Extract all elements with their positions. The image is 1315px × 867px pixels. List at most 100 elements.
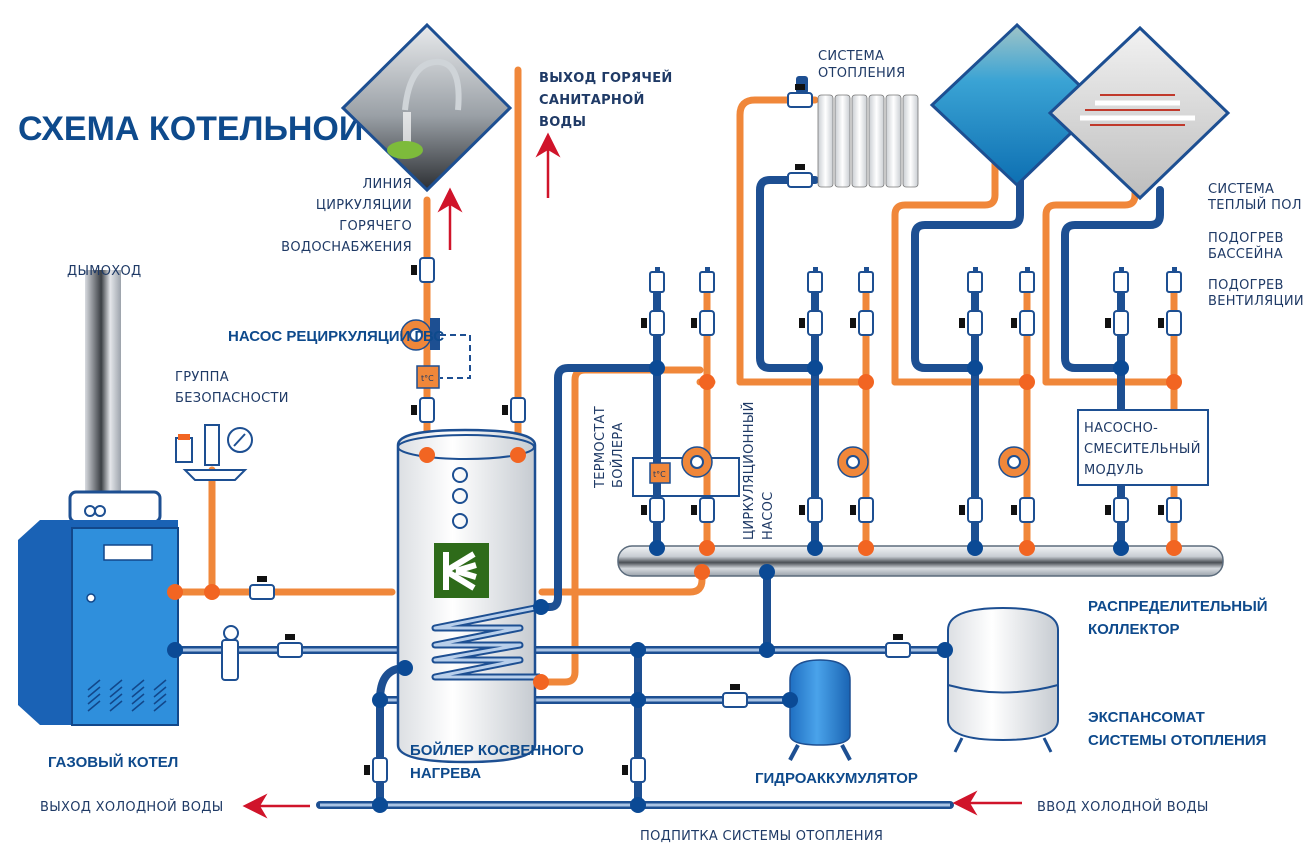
svg-text:ПОДОГРЕВ: ПОДОГРЕВ <box>1208 278 1284 293</box>
ball-valve-icon <box>1105 310 1129 336</box>
kitchen-faucet-image <box>340 22 513 193</box>
svg-text:ТЕРМОСТАТ: ТЕРМОСТАТ <box>593 406 608 489</box>
ball-valve-icon <box>1158 497 1182 523</box>
underfloor-heating-image <box>1047 25 1231 201</box>
svg-text:ЛИНИЯ: ЛИНИЯ <box>362 177 412 192</box>
air-vent-icon <box>967 267 983 293</box>
svg-text:САНИТАРНОЙ: САНИТАРНОЙ <box>539 92 645 108</box>
ball-valve-icon <box>787 164 813 188</box>
air-vent-icon <box>1113 267 1129 293</box>
svg-text:ГОРЯЧЕГО: ГОРЯЧЕГО <box>339 219 412 234</box>
ball-valve-icon <box>622 757 646 783</box>
label-pool-heating: ПОДОГРЕВ БАССЕЙНА <box>1208 231 1284 262</box>
kf-logo <box>434 543 489 598</box>
gas-boiler <box>18 270 179 726</box>
ball-valve-icon <box>691 497 715 523</box>
cold-junction <box>1113 360 1129 376</box>
svg-text:СИСТЕМЫ ОТОПЛЕНИЯ: СИСТЕМЫ ОТОПЛЕНИЯ <box>1088 732 1266 749</box>
cold-junction <box>533 599 549 615</box>
air-vent-icon <box>649 267 665 293</box>
ball-valve-icon <box>799 497 823 523</box>
label-hydro-accumulator: ГИДРОАККУМУЛЯТОР <box>755 770 918 787</box>
cold-junction <box>630 642 646 658</box>
label-vent-heating: ПОДОГРЕВ ВЕНТИЛЯЦИИ <box>1208 278 1304 309</box>
svg-text:БОЙЛЕР КОСВЕННОГО: БОЙЛЕР КОСВЕННОГО <box>410 741 584 759</box>
ball-valve-icon <box>277 634 303 658</box>
cold-junction <box>967 540 983 556</box>
svg-text:ГРУППА: ГРУППА <box>175 370 229 385</box>
expansion-tank <box>947 606 1059 753</box>
safety-group-icon <box>175 424 253 481</box>
ball-valve-icon <box>502 397 526 423</box>
cold-junction <box>372 797 388 813</box>
hot-junction <box>167 584 183 600</box>
hot-junction <box>699 374 715 390</box>
svg-text:ПОДОГРЕВ: ПОДОГРЕВ <box>1208 231 1284 246</box>
svg-text:БЕЗОПАСНОСТИ: БЕЗОПАСНОСТИ <box>175 391 289 406</box>
ball-valve-icon <box>691 310 715 336</box>
hot-junction <box>858 540 874 556</box>
cold-junction <box>759 642 775 658</box>
svg-text:ТЕПЛЫЙ ПОЛ: ТЕПЛЫЙ ПОЛ <box>1207 197 1302 213</box>
svg-text:ЦИРКУЛЯЦИИ: ЦИРКУЛЯЦИИ <box>316 198 412 213</box>
ball-valve-icon <box>641 497 665 523</box>
label-indirect-boiler: БОЙЛЕР КОСВЕННОГО НАГРЕВА <box>410 741 584 782</box>
label-cold-water-in: ВВОД ХОЛОДНОЙ ВОДЫ <box>1037 799 1209 815</box>
air-vent-icon <box>858 267 874 293</box>
label-distribution-collector: РАСПРЕДЕЛИТЕЛЬНЫЙ КОЛЛЕКТОР <box>1088 597 1268 638</box>
label-expansion-tank: ЭКСПАНСОМАТ СИСТЕМЫ ОТОПЛЕНИЯ <box>1088 709 1266 749</box>
hot-junction <box>204 584 220 600</box>
svg-text:БОЙЛЕРА: БОЙЛЕРА <box>610 422 626 488</box>
ball-valve-icon <box>1011 310 1035 336</box>
svg-text:МОДУЛЬ: МОДУЛЬ <box>1084 463 1144 478</box>
ball-valves <box>249 84 1182 783</box>
hot-junction <box>533 674 549 690</box>
cold-junction <box>782 692 798 708</box>
ball-valve-icon <box>959 310 983 336</box>
cold-junction <box>759 564 775 580</box>
ball-valve-icon <box>1158 310 1182 336</box>
hot-junction <box>1019 374 1035 390</box>
ball-valve-icon <box>411 397 435 423</box>
svg-text:ОТОПЛЕНИЯ: ОТОПЛЕНИЯ <box>818 66 905 81</box>
hot-junction <box>699 540 715 556</box>
svg-text:НАГРЕВА: НАГРЕВА <box>410 765 481 782</box>
ball-valve-icon <box>1011 497 1035 523</box>
boiler-thermo-label: t°C <box>653 470 666 479</box>
cold-junction <box>397 660 413 676</box>
dhw-recirculation-pump: t°C <box>400 318 471 389</box>
hot-junction <box>1019 540 1035 556</box>
svg-text:КОЛЛЕКТОР: КОЛЛЕКТОР <box>1088 621 1180 638</box>
mixing-module-box <box>1077 409 1209 486</box>
svg-text:СИСТЕМА: СИСТЕМА <box>818 49 884 64</box>
hot-junction <box>510 447 526 463</box>
cold-junction <box>630 692 646 708</box>
label-circ-pump: ЦИРКУЛЯЦИОННЫЙ НАСОС <box>741 401 776 540</box>
air-vent-icon <box>1019 267 1035 293</box>
cold-junction <box>807 540 823 556</box>
radiator-icon <box>796 76 919 188</box>
cold-junction <box>967 360 983 376</box>
pipe-junctions <box>167 360 1182 813</box>
air-vent-icon <box>699 267 715 293</box>
cold-junction <box>649 360 665 376</box>
page-title: СХЕМА КОТЕЛЬНОЙ <box>18 109 363 148</box>
hot-junction <box>1166 374 1182 390</box>
svg-text:НАСОС: НАСОС <box>761 491 776 540</box>
hot-junction <box>419 447 435 463</box>
label-gas-boiler: ГАЗОВЫЙ КОТЕЛ <box>48 753 178 771</box>
label-floor-heating: СИСТЕМА ТЕПЛЫЙ ПОЛ <box>1207 182 1302 213</box>
label-hot-water-out: ВЫХОД ГОРЯЧЕЙ САНИТАРНОЙ ВОДЫ <box>539 70 672 130</box>
chimney-pipe <box>85 270 121 495</box>
label-chimney: ДЫМОХОД <box>67 264 141 279</box>
pool-circ-pump <box>998 446 1030 478</box>
ball-valve-icon <box>799 310 823 336</box>
svg-text:ВОДОСНАБЖЕНИЯ: ВОДОСНАБЖЕНИЯ <box>281 240 412 255</box>
svg-text:ЦИРКУЛЯЦИОННЫЙ: ЦИРКУЛЯЦИОННЫЙ <box>741 401 757 540</box>
label-safety-group: ГРУППА БЕЗОПАСНОСТИ <box>175 370 289 406</box>
air-vent-icon <box>807 267 823 293</box>
svg-text:ВЕНТИЛЯЦИИ: ВЕНТИЛЯЦИИ <box>1208 294 1304 309</box>
swimming-pool-image <box>929 22 1103 188</box>
ball-valve-icon <box>1105 497 1129 523</box>
